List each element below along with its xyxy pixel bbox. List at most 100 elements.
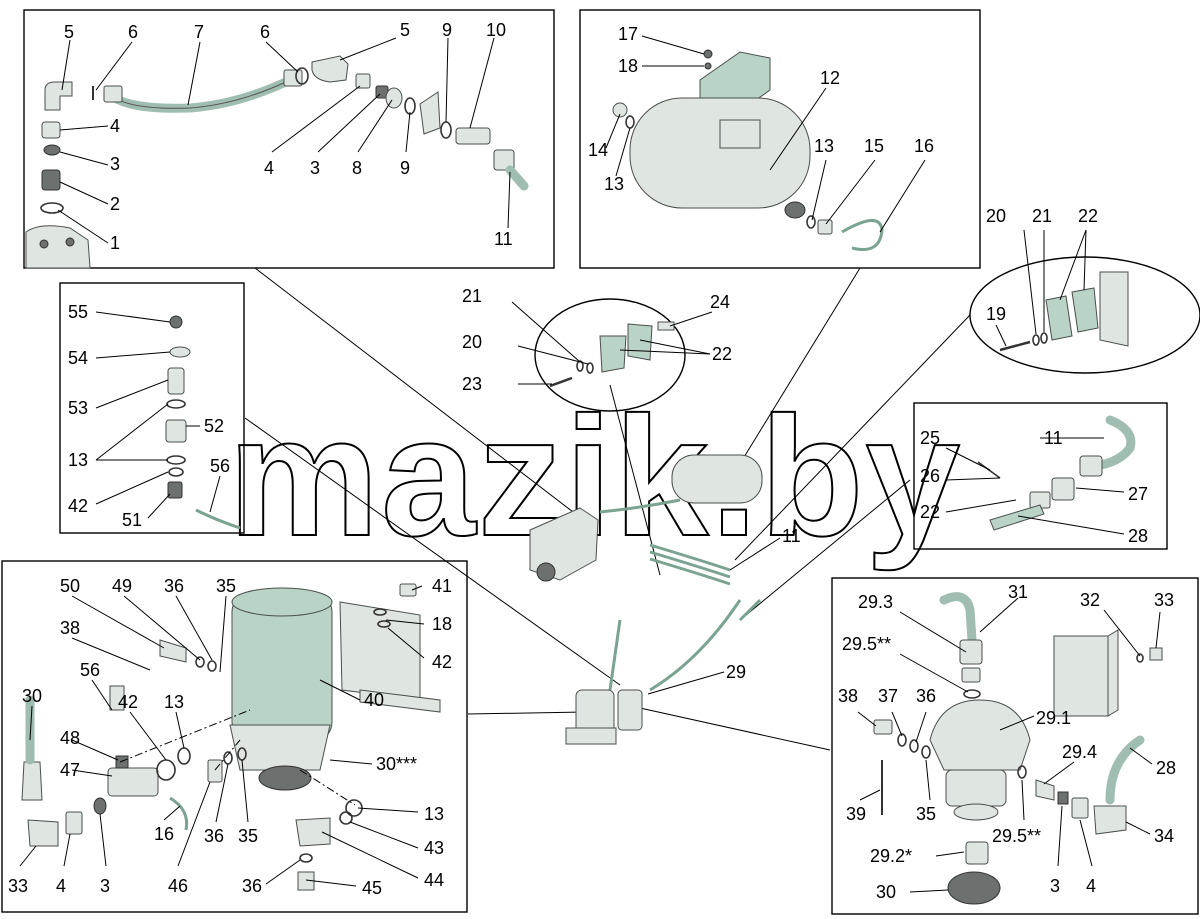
- callout-p8-3: 33: [1154, 590, 1174, 610]
- callout-p6-5: 28: [1128, 526, 1148, 546]
- callout-numbers: 5 6 7 6 5 9 10 4 3 2 1 4 3 8 9 11 17 18 …: [8, 20, 1176, 902]
- callout-p8-5: 29.1: [1036, 708, 1071, 728]
- callout-p1-11: 4: [264, 158, 274, 178]
- callout-p7-8: 30: [22, 686, 42, 706]
- callout-p7-4: 41: [432, 576, 452, 596]
- callout-p6-2: 26: [920, 466, 940, 486]
- callout-p1-8: 3: [110, 154, 120, 174]
- callout-p3-2: 22: [1078, 206, 1098, 226]
- callout-p7-20: 3: [100, 876, 110, 896]
- callout-p8-6: 38: [838, 686, 858, 706]
- callout-p7-23: 36: [204, 826, 224, 846]
- callout-p4-2: 53: [68, 398, 88, 418]
- callout-p1-2: 7: [194, 22, 204, 42]
- callout-p5-1: 24: [710, 292, 730, 312]
- callout-p7-21: 16: [154, 824, 174, 844]
- callout-p7-13: 48: [60, 728, 80, 748]
- callout-p6-4: 22: [920, 502, 940, 522]
- callout-p1-12: 3: [310, 158, 320, 178]
- callout-p8-10: 28: [1156, 758, 1176, 778]
- callout-center-1: 29: [726, 662, 746, 682]
- panel-clamp-detail-center: [534, 298, 686, 412]
- callout-p8-9: 29.4: [1062, 742, 1097, 762]
- callout-p7-5: 38: [60, 618, 80, 638]
- callout-p8-8: 36: [916, 686, 936, 706]
- callout-p8-7: 37: [878, 686, 898, 706]
- callout-p1-4: 5: [400, 20, 410, 40]
- callout-p8-1: 31: [1008, 582, 1028, 602]
- callout-p7-9: 56: [80, 660, 100, 680]
- callout-p1-14: 9: [400, 158, 410, 178]
- callout-p1-13: 8: [352, 158, 362, 178]
- callout-p6-0: 25: [920, 428, 940, 448]
- callout-p8-11: 39: [846, 804, 866, 824]
- center-assembly: [529, 454, 763, 745]
- callout-p8-13: 29.5**: [992, 826, 1041, 846]
- panel-hose-end-detail: [913, 402, 1168, 550]
- panel-pressure-regulator: [831, 577, 1199, 915]
- callout-p6-3: 27: [1128, 484, 1148, 504]
- callout-p7-22: 46: [168, 876, 188, 896]
- callout-p8-0: 29.3: [858, 592, 893, 612]
- callout-p7-14: 47: [60, 760, 80, 780]
- callout-p7-0: 50: [60, 576, 80, 596]
- callout-p3-3: 19: [986, 304, 1006, 324]
- callout-p2-2: 12: [820, 68, 840, 88]
- callout-p1-9: 2: [110, 194, 120, 214]
- callout-p4-1: 54: [68, 348, 88, 368]
- panel-fittings-column: [59, 282, 245, 534]
- callout-p7-3: 35: [216, 576, 236, 596]
- panel-air-dryer: [1, 560, 468, 913]
- callout-p2-6: 15: [864, 136, 884, 156]
- callout-p4-6: 51: [122, 510, 142, 530]
- callout-p2-1: 18: [618, 56, 638, 76]
- callout-p2-0: 17: [618, 24, 638, 44]
- callout-p6-1: 11: [1044, 428, 1063, 448]
- callout-p8-17: 29.2*: [870, 846, 912, 866]
- callout-p1-1: 6: [128, 22, 138, 42]
- callout-p4-5: 42: [68, 496, 88, 516]
- callout-p8-2: 32: [1080, 590, 1100, 610]
- callout-p1-0: 5: [64, 22, 74, 42]
- callout-p7-6: 18: [432, 614, 452, 634]
- callout-p7-24: 35: [238, 826, 258, 846]
- callout-p8-15: 3: [1050, 876, 1060, 896]
- callout-p8-16: 4: [1086, 876, 1096, 896]
- callout-p7-15: 30***: [376, 754, 417, 774]
- callout-p7-10: 42: [118, 692, 138, 712]
- callout-p5-3: 22: [712, 344, 732, 364]
- callout-p5-4: 23: [462, 374, 482, 394]
- callout-p7-2: 36: [164, 576, 184, 596]
- callout-p7-27: 45: [362, 878, 382, 898]
- callout-p5-0: 21: [462, 286, 482, 306]
- callout-p8-4: 29.5**: [842, 634, 891, 654]
- callout-p8-12: 35: [916, 804, 936, 824]
- callout-p4-7: 56: [210, 456, 230, 476]
- callout-p7-1: 49: [112, 576, 132, 596]
- callout-p7-11: 13: [164, 692, 184, 712]
- callout-p7-17: 43: [424, 838, 444, 858]
- callout-p1-15: 11: [494, 229, 513, 249]
- callout-p3-1: 21: [1032, 206, 1052, 226]
- callout-p1-10: 1: [110, 233, 120, 253]
- callout-p5-2: 20: [462, 332, 482, 352]
- callout-p2-7: 16: [914, 136, 934, 156]
- panel-hose-assembly: [23, 9, 555, 269]
- callout-p7-25: 44: [424, 870, 444, 890]
- leader-lines: [19, 35, 1161, 893]
- callout-p8-14: 34: [1154, 826, 1174, 846]
- callout-p7-18: 33: [8, 876, 28, 896]
- panel-air-receiver: [579, 9, 981, 269]
- callout-p7-7: 42: [432, 652, 452, 672]
- callout-p2-4: 13: [604, 174, 624, 194]
- callout-p7-12: 40: [364, 690, 384, 710]
- callout-p3-0: 20: [986, 206, 1006, 226]
- callout-p1-6: 10: [486, 20, 506, 40]
- connector-lines: [244, 267, 971, 751]
- callout-p2-5: 13: [814, 136, 834, 156]
- callout-p8-18: 30: [876, 882, 896, 902]
- callout-p1-7: 4: [110, 116, 120, 136]
- callout-p7-26: 36: [242, 876, 262, 896]
- callout-p4-4: 13: [68, 450, 88, 470]
